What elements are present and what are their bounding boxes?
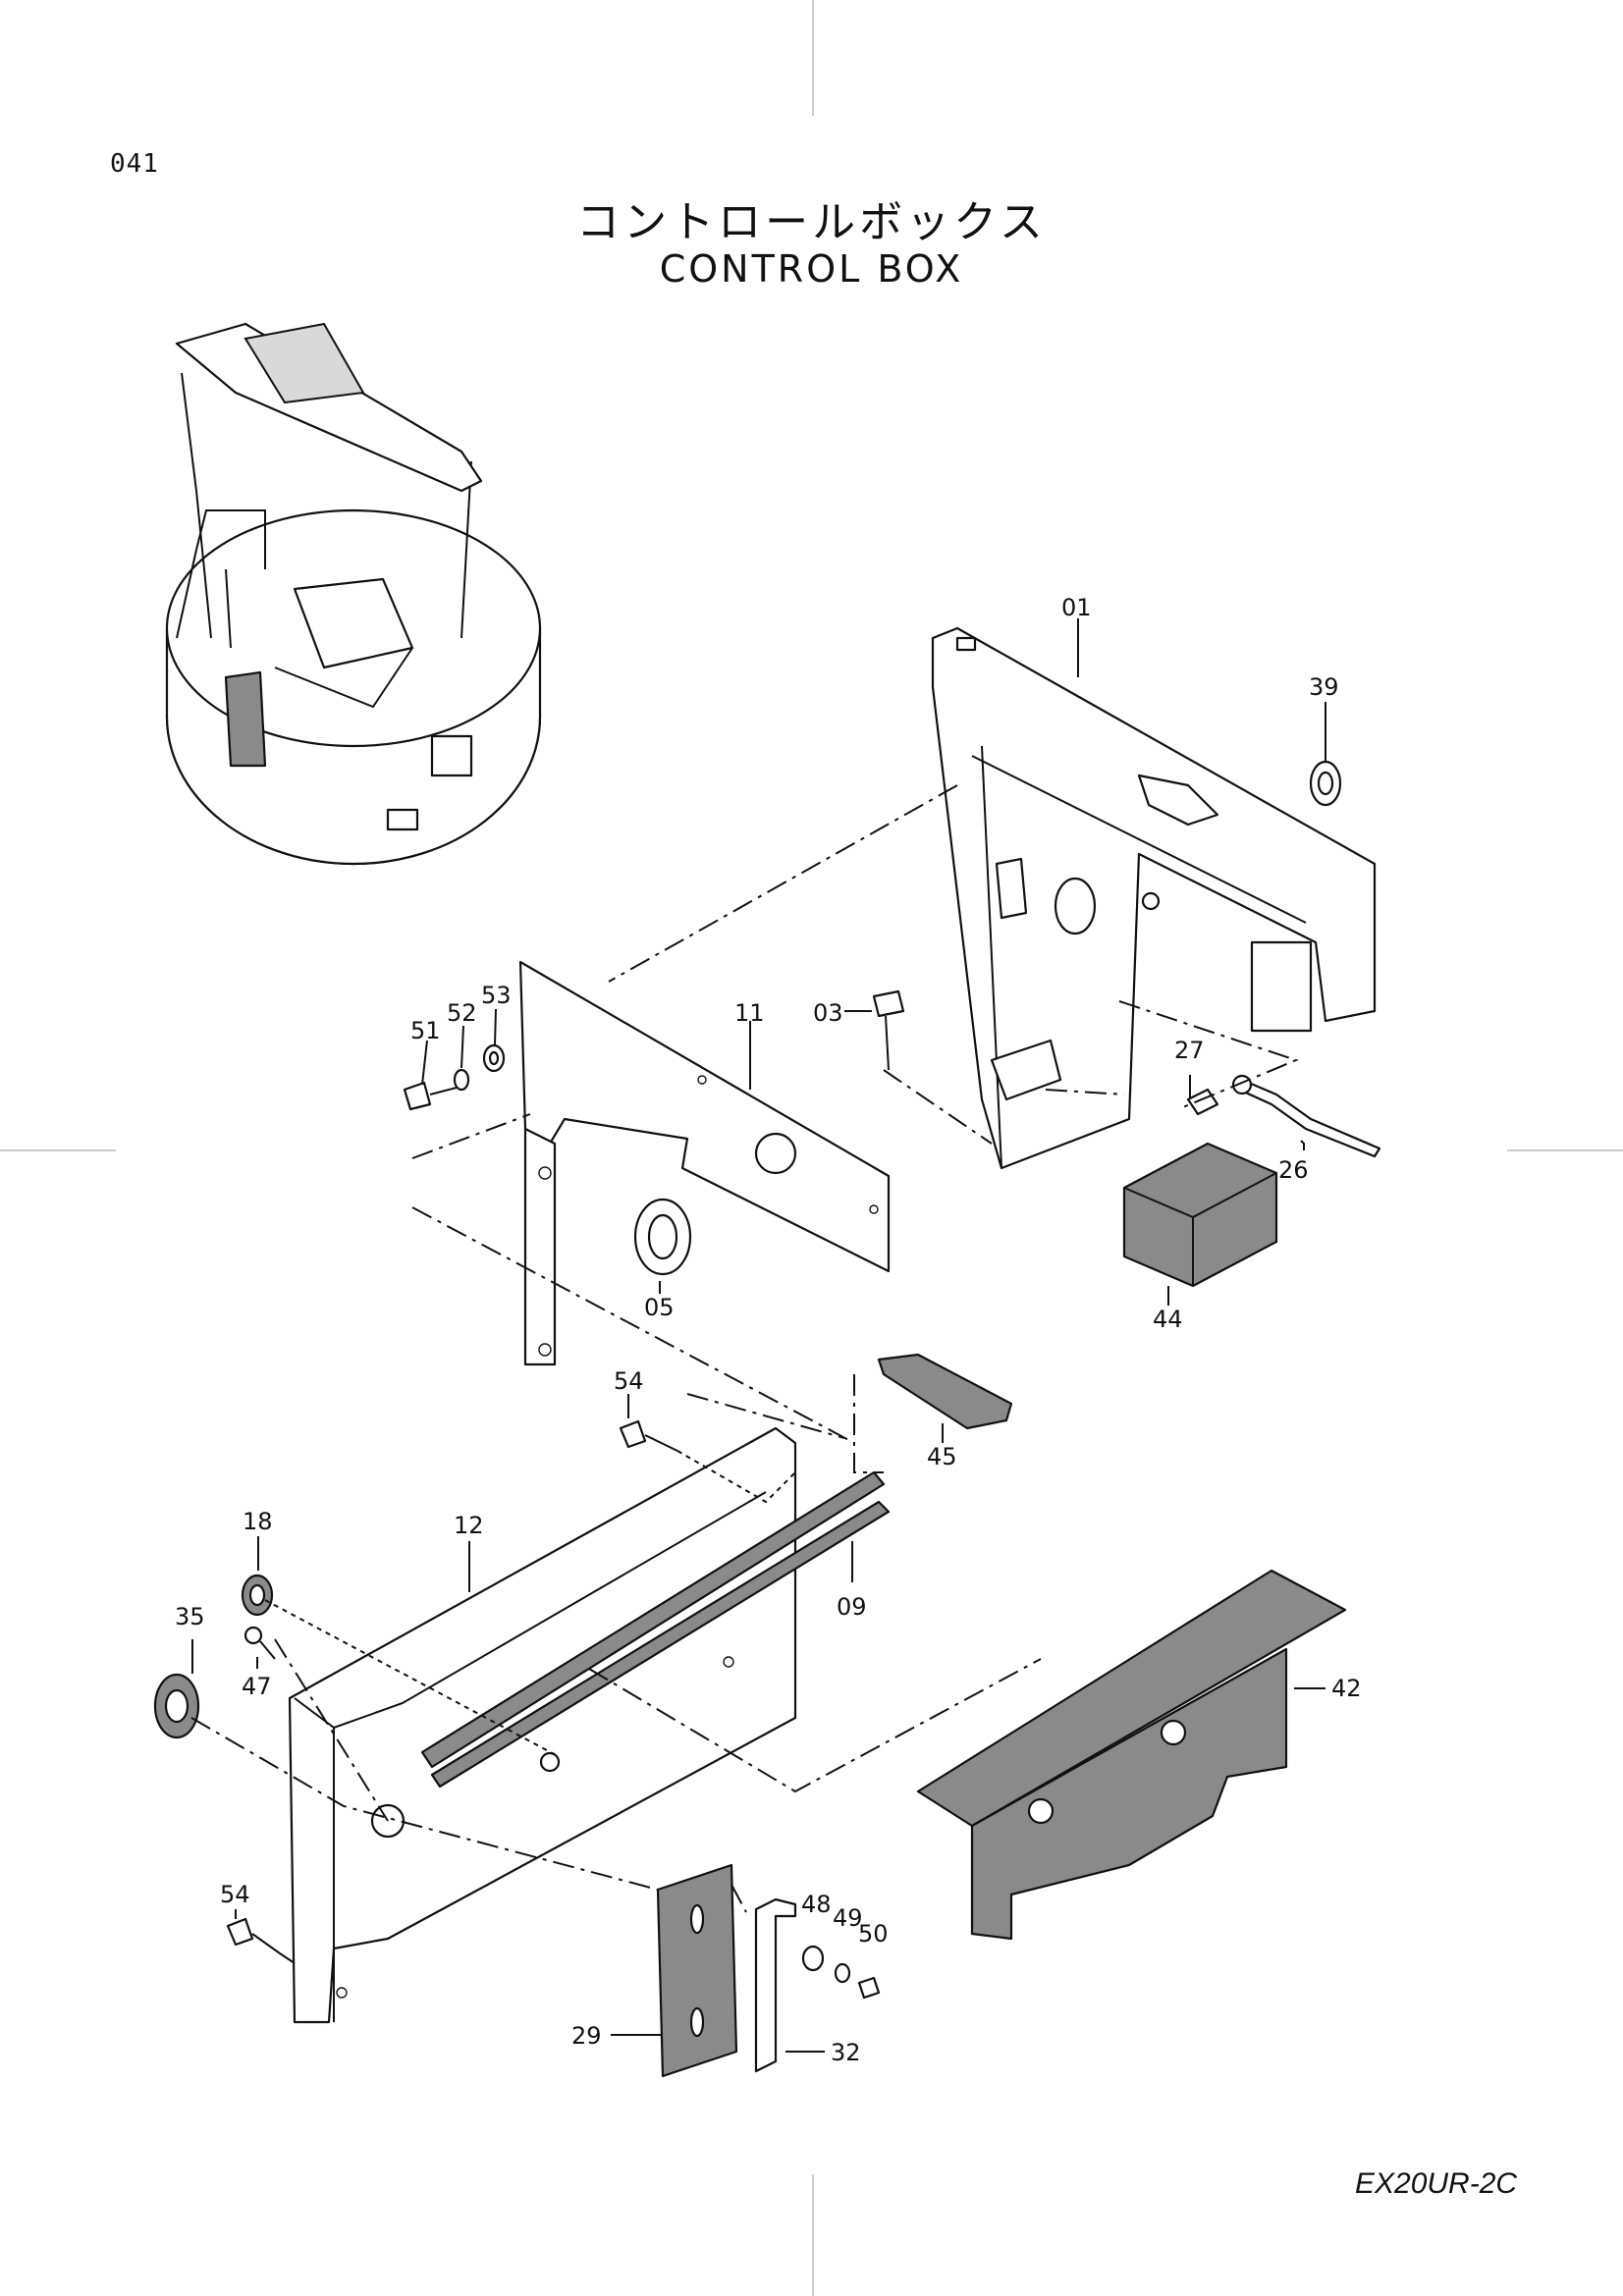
page-number: 041 [110, 149, 159, 179]
callout-29: 29 [571, 2022, 602, 2050]
page-title-english: CONTROL BOX [659, 247, 964, 291]
parts-29-32-48-49-50 [656, 1863, 881, 2078]
callout-48: 48 [801, 1891, 832, 1918]
model-code: EX20UR-2C [1355, 2167, 1518, 2200]
callout-51: 51 [410, 1017, 441, 1044]
assembly-center-lines [190, 784, 1299, 1964]
part-45-clip [877, 1353, 1013, 1430]
part-39-grommet [1309, 760, 1342, 807]
part-44-block [1122, 1142, 1278, 1288]
callout-54-lower: 54 [220, 1881, 250, 1908]
callout-11: 11 [734, 999, 765, 1027]
part-05-grommet [633, 1198, 692, 1276]
callout-54-upper: 54 [614, 1367, 644, 1395]
part-26-27-lever [1186, 1074, 1381, 1158]
callout-47: 47 [242, 1673, 272, 1700]
part-09-strip [420, 1470, 891, 1789]
callout-05: 05 [644, 1294, 675, 1321]
callout-42: 42 [1331, 1675, 1362, 1702]
machine-overview-sketch [165, 322, 542, 866]
callout-12: 12 [454, 1512, 484, 1539]
callout-27: 27 [1174, 1037, 1205, 1064]
callout-53: 53 [481, 982, 512, 1009]
callout-26: 26 [1278, 1156, 1309, 1184]
part-11-plate [518, 960, 891, 1366]
part-callouts: 01 39 11 03 51 52 53 27 26 05 44 54 45 1… [175, 594, 1362, 2066]
callout-18: 18 [243, 1508, 273, 1535]
callout-45: 45 [927, 1443, 957, 1470]
part-42-pad [916, 1569, 1347, 1941]
callout-49: 49 [833, 1904, 863, 1932]
callout-39: 39 [1309, 673, 1339, 701]
hardware-bolts-washers [403, 989, 905, 1111]
callout-35: 35 [175, 1603, 205, 1630]
callout-09: 09 [837, 1593, 867, 1621]
parts-18-35-47 [153, 1574, 276, 1739]
callout-32: 32 [831, 2039, 861, 2066]
parts-54-bolts [226, 1419, 678, 1954]
callout-44: 44 [1153, 1306, 1183, 1333]
part-12-cover [288, 1426, 797, 2024]
callout-03: 03 [813, 999, 843, 1027]
leader-lines [191, 618, 1326, 2053]
callout-01: 01 [1061, 594, 1092, 621]
callout-50: 50 [858, 1920, 889, 1948]
page-title-japanese: コントロールボックス [576, 197, 1047, 247]
callout-52: 52 [447, 999, 477, 1027]
part-01-frame [931, 626, 1377, 1170]
